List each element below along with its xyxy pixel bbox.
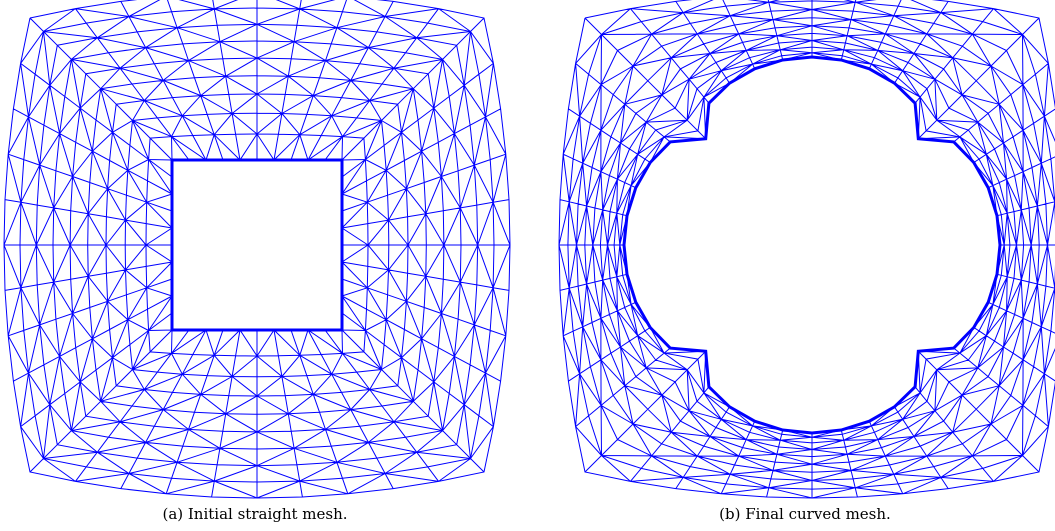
mesh-edges — [558, 0, 1055, 499]
panel-final-curved-mesh: (b) Final curved mesh. — [555, 0, 1055, 531]
panel-initial-straight-mesh: (a) Initial straight mesh. — [0, 0, 511, 531]
straight-mesh-diagram — [3, 0, 511, 499]
caption-b: (b) Final curved mesh. — [719, 505, 891, 523]
mesh-edges — [3, 0, 511, 499]
caption-a: (a) Initial straight mesh. — [162, 505, 348, 523]
mesh-edge-path — [558, 0, 1055, 499]
curved-mesh-diagram — [558, 0, 1055, 499]
hole-boundary — [170, 158, 344, 332]
hole-boundary — [622, 55, 1002, 435]
mesh-edge-path — [3, 0, 511, 499]
